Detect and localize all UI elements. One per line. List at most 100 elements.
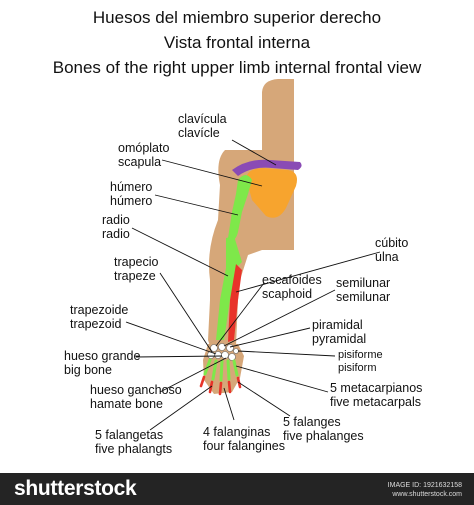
leader-phalanges-mid	[223, 387, 235, 421]
phalanx-ring	[227, 380, 232, 394]
label-scaphoid: escafoides scaphoid	[262, 273, 322, 301]
label-phalanges-distal-es: 5 falanges	[283, 415, 341, 429]
metacarpal-1	[203, 358, 212, 376]
carpal-capitate	[221, 351, 229, 359]
label-trapezoid-en: trapezoid	[70, 317, 122, 331]
label-triquetrum-es: piramidal	[312, 318, 363, 332]
carpal-hamate	[228, 353, 236, 361]
label-capitate-en: big bone	[64, 363, 112, 377]
label-hamate: hueso ganchoso hamate bone	[90, 383, 182, 411]
phalanx-thumb	[199, 375, 206, 388]
humerus-bone	[228, 175, 252, 240]
carpal-scaphoid	[210, 344, 218, 352]
carpal-lunate	[218, 343, 226, 351]
leader-scapula	[161, 159, 263, 187]
scapula-bone	[246, 168, 297, 218]
label-humerus-en: húmero	[110, 194, 153, 208]
label-clavicle: clavícula clavícle	[178, 112, 227, 140]
radius-bone	[216, 236, 242, 340]
label-scaphoid-en: scaphoid	[262, 287, 313, 301]
label-triquetrum: piramidal pyramidal	[312, 318, 366, 346]
label-lunate-es: semilunar	[336, 276, 391, 290]
clavicle-bone	[232, 159, 302, 176]
title-spanish-line2: Vista frontal interna	[163, 33, 311, 52]
metacarpal-3	[219, 359, 224, 382]
image-id: IMAGE ID: 1921632158	[387, 482, 462, 489]
leader-humerus	[154, 194, 239, 216]
label-clavicle-es: clavícula	[178, 112, 227, 126]
label-capitate: hueso grande big bone	[64, 349, 140, 377]
metacarpal-bones	[203, 358, 239, 382]
title-spanish-line1: Huesos del miembro superior derecho	[92, 8, 382, 27]
label-phalanges-proximal-es: 5 falangetas	[95, 428, 164, 442]
leader-phalanges-prox	[149, 385, 213, 431]
carpal-triquetrum	[226, 344, 234, 352]
label-phalanges-proximal-en: five phalangts	[95, 442, 173, 456]
label-hamate-en: hamate bone	[90, 397, 163, 411]
label-phalanges-distal-en: five phalanges	[283, 429, 364, 443]
label-scapula-es: omóplato	[118, 141, 170, 155]
leader-radius	[131, 227, 229, 277]
label-capitate-es: hueso grande	[64, 349, 141, 363]
stock-logo[interactable]: shutterstock	[14, 477, 137, 500]
leader-trapezium	[159, 272, 213, 353]
label-hamate-es: hueso ganchoso	[90, 383, 182, 397]
carpal-trapezoid	[214, 351, 222, 359]
label-trapezium: trapecio trapeze	[114, 255, 158, 283]
label-ulna-es: cúbito	[375, 236, 409, 250]
leader-triquetrum	[229, 327, 311, 348]
leader-phalanges-dist	[237, 381, 291, 417]
label-scaphoid-es: escafoides	[262, 273, 322, 287]
label-radius: radio radio	[102, 213, 130, 241]
label-trapezium-en: trapeze	[114, 269, 156, 283]
label-scapula: omóplato scapula	[118, 141, 169, 169]
leader-clavicle	[231, 139, 277, 166]
label-trapezoid-es: trapezoide	[70, 303, 129, 317]
leader-lunate	[223, 289, 336, 347]
label-metacarpals-es: 5 metacarpianos	[330, 381, 423, 395]
leader-metacarpals	[235, 365, 329, 393]
leader-lines	[125, 139, 381, 431]
title-english: Bones of the right upper limb internal f…	[52, 58, 422, 77]
leader-pisiform	[237, 350, 336, 357]
metacarpal-4	[226, 359, 231, 381]
image-id-info: IMAGE ID: 1921632158 www.shutterstock.co…	[388, 481, 462, 499]
label-metacarpals-en: five metacarpals	[330, 395, 422, 409]
phalanx-bones	[199, 375, 242, 396]
label-humerus-es: húmero	[110, 180, 153, 194]
label-metacarpals: 5 metacarpianos five metacarpals	[330, 381, 422, 409]
label-pisiform: pisiforme pisiform	[338, 349, 383, 375]
label-phalanges-middle-es: 4 falanginas	[203, 425, 271, 439]
label-triquetrum-en: pyramidal	[312, 332, 367, 346]
label-ulna: cúbito ulna	[375, 236, 408, 264]
upper-limb-diagram	[125, 79, 381, 431]
label-phalanges-distal: 5 falanges five phalanges	[283, 415, 364, 443]
metacarpal-5	[232, 359, 239, 377]
label-humerus: húmero húmero	[110, 180, 152, 208]
label-trapezoid: trapezoide trapezoid	[70, 303, 128, 331]
label-pisiform-en: pisiform	[338, 362, 377, 374]
carpal-pisiform	[233, 348, 239, 354]
label-lunate: semilunar semilunar	[336, 276, 390, 304]
label-clavicle-en: clavícle	[178, 126, 220, 140]
leader-ulna	[235, 251, 381, 293]
leader-trapezoid	[125, 321, 217, 355]
label-radius-es: radio	[102, 213, 130, 227]
label-phalanges-proximal: 5 falangetas five phalangts	[95, 428, 172, 456]
leader-scaphoid	[215, 282, 265, 347]
leader-capitate	[135, 355, 223, 358]
label-scapula-en: scapula	[118, 155, 162, 169]
stock-footer-bar: shutterstock IMAGE ID: 1921632158 www.sh…	[0, 473, 474, 505]
label-phalanges-middle-en: four falangines	[203, 439, 286, 453]
phalanx-middle	[218, 381, 223, 396]
leader-hamate	[159, 357, 227, 393]
site-url[interactable]: www.shutterstock.com	[392, 491, 462, 498]
metacarpal-2	[211, 359, 218, 381]
label-trapezium-es: trapecio	[114, 255, 159, 269]
label-phalanges-middle: 4 falanginas four falangines	[203, 425, 285, 453]
label-radius-en: radio	[102, 227, 130, 241]
label-pisiform-es: pisiforme	[338, 349, 383, 361]
ulna-bone	[228, 264, 242, 342]
label-lunate-en: semilunar	[336, 290, 391, 304]
label-ulna-en: ulna	[375, 250, 399, 264]
